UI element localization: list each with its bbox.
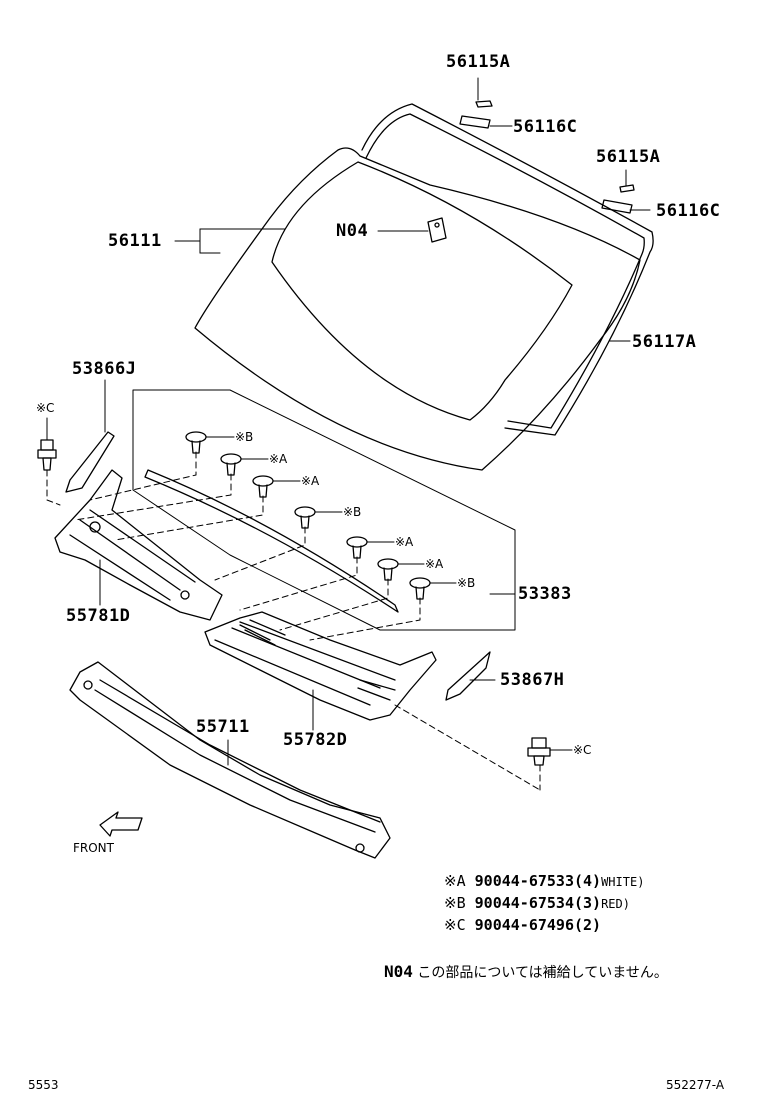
clip-mark-c-left: ※C	[36, 401, 55, 415]
cowl-louver-outline	[132, 389, 516, 631]
label-56115a-top: 56115A	[446, 52, 511, 72]
clip-mark-a1: ※A	[269, 452, 288, 466]
label-56116c-right: 56116C	[656, 201, 721, 221]
screw-clip-left	[37, 417, 57, 471]
clip-mark-b3: ※B	[457, 576, 476, 590]
seal-53867h	[445, 651, 491, 701]
clip-mark-a3: ※A	[395, 535, 414, 549]
front-label: FRONT	[73, 841, 114, 855]
weatherstrip	[144, 469, 399, 613]
legend-row-a: ※A 90044-67533(4)WHITE)	[444, 872, 645, 890]
cowl-louver-55782d	[204, 611, 437, 721]
supply-note: N04 この部品については補給していません。	[384, 962, 668, 982]
clip-mark-a4: ※A	[425, 557, 444, 571]
clip-mark-b1: ※B	[235, 430, 254, 444]
label-53383: 53383	[518, 584, 572, 604]
label-56115a-right: 56115A	[596, 147, 661, 167]
tag-n04	[427, 217, 447, 243]
cowl-panel-55711	[69, 661, 391, 859]
label-56116c-top: 56116C	[513, 117, 578, 137]
legend-row-b: ※B 90044-67534(3)RED)	[444, 894, 630, 912]
label-55782d: 55782D	[283, 730, 348, 750]
spacer-56115a-top	[459, 100, 635, 214]
label-53867h: 53867H	[500, 670, 565, 690]
windshield-molding	[361, 103, 654, 436]
clip-mark-c-right: ※C	[573, 743, 592, 757]
footer-left: 5553	[28, 1078, 59, 1092]
clip-mark-a2: ※A	[301, 474, 320, 488]
clip-mark-b2: ※B	[343, 505, 362, 519]
clips	[185, 431, 431, 600]
footer-right: 552277-A	[666, 1078, 725, 1092]
label-55781d: 55781D	[66, 606, 131, 626]
label-56111: 56111	[108, 231, 162, 251]
windshield-glass	[194, 147, 641, 471]
screw-clip-right	[527, 737, 573, 766]
cowl-louver-55781d	[54, 469, 223, 621]
leader-lines	[104, 77, 651, 731]
label-55711: 55711	[196, 717, 250, 737]
front-arrow-icon	[99, 811, 143, 837]
label-53866j: 53866J	[72, 359, 137, 379]
seal-53866j	[65, 431, 115, 493]
legend-row-c: ※C 90044-67496(2)	[444, 916, 602, 934]
label-n04: N04	[336, 221, 369, 241]
label-56117a: 56117A	[632, 332, 697, 352]
